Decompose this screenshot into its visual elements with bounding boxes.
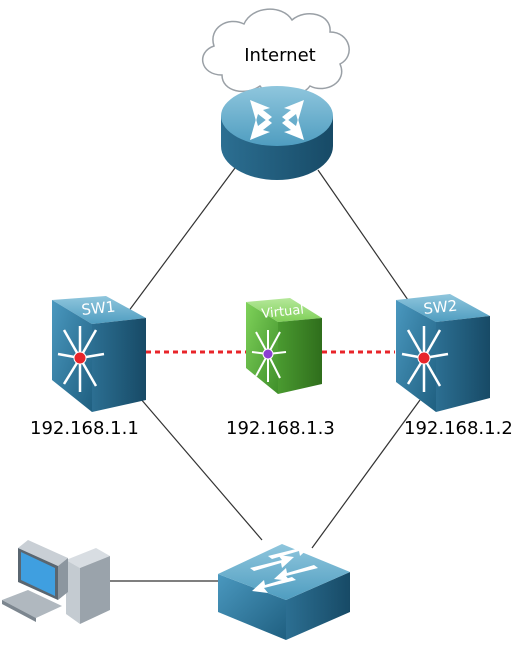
- virtual-name: Virtual: [261, 303, 305, 322]
- sw2-name: SW2: [423, 297, 459, 318]
- links: [110, 167, 421, 582]
- sw1-ip: 192.168.1.1: [30, 418, 139, 439]
- workstation-icon[interactable]: [2, 540, 110, 624]
- link-router-sw1: [127, 167, 236, 313]
- router-icon[interactable]: [221, 86, 333, 180]
- link-router-sw2: [317, 169, 409, 301]
- switch-sw2[interactable]: [396, 294, 490, 412]
- sw2-ip: 192.168.1.2: [404, 418, 513, 439]
- workgroup-switch-icon[interactable]: [218, 543, 350, 640]
- switch-virtual[interactable]: [246, 298, 322, 394]
- cloud-label: Internet: [244, 45, 315, 66]
- link-sw1-access: [139, 397, 263, 541]
- virtual-ip: 192.168.1.3: [226, 418, 335, 439]
- switch-sw1[interactable]: [52, 296, 146, 412]
- sw1-name: SW1: [81, 298, 117, 319]
- link-sw2-access: [311, 399, 421, 549]
